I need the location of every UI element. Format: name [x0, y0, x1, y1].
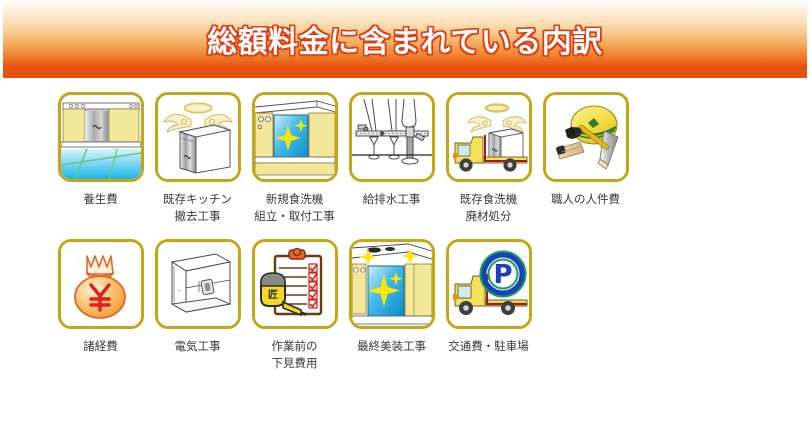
electrical-cabinet-icon [157, 242, 238, 326]
list-item[interactable]: 既存食洗機 廃材処分 [440, 92, 537, 225]
list-item-label-line1: 諸経費 [83, 339, 118, 353]
list-item[interactable]: 養生費 [52, 92, 149, 208]
existing-kitchen-removal-icon [157, 95, 238, 179]
list-item-label: 新規食洗機 組立・取付工事 [254, 191, 335, 225]
list-item-label-line1: 作業前の [271, 339, 318, 353]
list-item-label-line2: 下見費用 [271, 356, 318, 370]
icon-frame [348, 239, 435, 329]
list-item-label: 作業前の 下見費用 [272, 338, 318, 372]
list-item-label: 交通費・駐車場 [448, 338, 529, 355]
icon-frame: 匠 [251, 239, 338, 329]
icon-frame: P [445, 239, 532, 329]
breakdown-row: 諸経費 [0, 239, 810, 372]
list-item-label: 職人の人件費 [551, 191, 620, 208]
clipboard-tape-measure-icon: 匠 [254, 242, 335, 326]
icon-frame [57, 92, 144, 182]
money-bag-yen-icon [60, 242, 141, 326]
final-cleaning-sparkle-icon [351, 242, 432, 326]
breakdown-grid: 養生費 [0, 92, 810, 372]
list-item[interactable]: 給排水工事 [343, 92, 440, 208]
list-item-label-line1: 交通費・駐車場 [448, 339, 529, 353]
list-item-label: 既存食洗機 廃材処分 [460, 191, 518, 225]
page-title: 総額料金に含まれている内訳 [207, 25, 603, 60]
parking-truck-icon: P [448, 242, 529, 326]
list-item-label-line1: 給排水工事 [362, 192, 421, 206]
craftsman-tools-icon [545, 95, 626, 179]
list-item-label: 最終美装工事 [357, 338, 426, 355]
list-item-label-line2: 組立・取付工事 [254, 209, 335, 223]
icon-frame [57, 239, 144, 329]
list-item[interactable]: 職人の人件費 [537, 92, 634, 208]
list-item-label-line1: 最終美装工事 [357, 339, 426, 353]
list-item-label-line1: 新規食洗機 [265, 192, 324, 206]
list-item-label: 既存キッチン 撤去工事 [163, 191, 232, 225]
svg-text:匠: 匠 [268, 289, 278, 301]
list-item-label-line1: 養生費 [83, 192, 118, 206]
list-item-label-line2: 撤去工事 [174, 209, 221, 223]
list-item[interactable]: 諸経費 [52, 239, 149, 355]
list-item-label: 電気工事 [175, 338, 221, 355]
list-item-label: 給排水工事 [363, 191, 421, 208]
list-item[interactable]: 匠 作業前の 下見費用 [246, 239, 343, 372]
list-item-label: 諸経費 [83, 338, 118, 355]
list-item[interactable]: 電気工事 [149, 239, 246, 355]
list-item-label-line1: 既存キッチン [163, 192, 232, 206]
list-item[interactable]: 新規食洗機 組立・取付工事 [246, 92, 343, 225]
list-item[interactable]: 最終美装工事 [343, 239, 440, 355]
page-header-banner: 総額料金に含まれている内訳 [3, 0, 807, 78]
list-item-label: 養生費 [83, 191, 118, 208]
icon-frame [154, 92, 241, 182]
list-item[interactable]: 既存キッチン 撤去工事 [149, 92, 246, 225]
icon-frame [154, 239, 241, 329]
icon-frame [445, 92, 532, 182]
new-dishwasher-install-icon [254, 95, 335, 179]
list-item-label-line1: 職人の人件費 [551, 192, 620, 206]
list-item-label-line1: 既存食洗機 [459, 192, 518, 206]
kitchen-floor-protection-icon [60, 95, 141, 179]
plumbing-pipes-icon [351, 95, 432, 179]
icon-frame [251, 92, 338, 182]
disposal-truck-icon [448, 95, 529, 179]
list-item[interactable]: P 交通費・駐車場 [440, 239, 537, 355]
breakdown-row: 養生費 [0, 92, 810, 225]
list-item-label-line2: 廃材処分 [465, 209, 512, 223]
icon-frame [348, 92, 435, 182]
svg-text:P: P [493, 260, 512, 290]
icon-frame [542, 92, 629, 182]
list-item-label-line1: 電気工事 [174, 339, 221, 353]
